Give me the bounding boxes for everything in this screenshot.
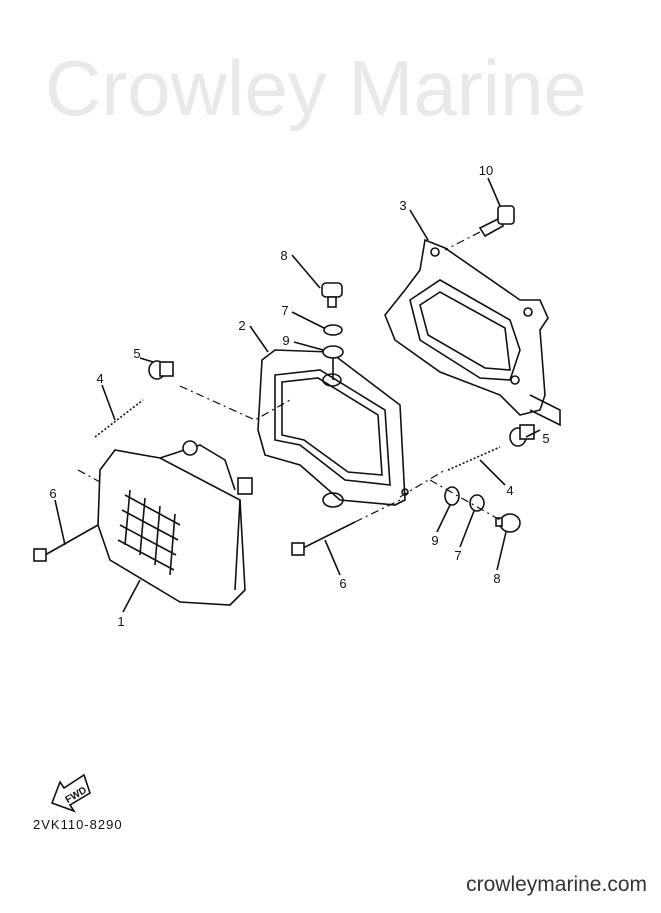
part-1-headlight[interactable] — [97, 440, 253, 606]
callout-6: 6 — [339, 576, 346, 591]
part-3-bracket[interactable] — [384, 238, 561, 427]
part-6-bolt-left[interactable] — [33, 524, 99, 562]
part-10-bolt[interactable] — [478, 205, 515, 238]
part-8-screw-right[interactable] — [495, 513, 521, 533]
callout-2: 2 — [238, 318, 245, 333]
callout-9: 9 — [431, 533, 438, 548]
callout-8: 8 — [493, 571, 500, 586]
part-5-nut-left[interactable] — [148, 360, 174, 380]
callout-9: 9 — [282, 333, 289, 348]
callout-4: 4 — [96, 371, 103, 386]
callout-5: 5 — [542, 431, 549, 446]
callout-3: 3 — [399, 198, 406, 213]
leader-lines — [54, 177, 541, 613]
site-url[interactable]: crowleymarine.com — [466, 873, 647, 896]
callout-8: 8 — [280, 248, 287, 263]
callout-7: 7 — [281, 303, 288, 318]
callout-6: 6 — [49, 486, 56, 501]
part-4-spring-right[interactable] — [447, 446, 501, 471]
part-2-frame[interactable] — [257, 349, 409, 508]
part-9-washer-right[interactable] — [444, 486, 460, 506]
watermark: Crowley Marine — [45, 44, 587, 132]
callout-1: 1 — [117, 614, 124, 629]
callout-5: 5 — [133, 346, 140, 361]
part-7-washer-right[interactable] — [469, 494, 485, 512]
part-8-screw-top[interactable] — [321, 282, 343, 308]
part-4-spring-left[interactable] — [94, 399, 144, 438]
part-9-washer-top[interactable] — [322, 345, 344, 359]
callout-4: 4 — [506, 483, 513, 498]
part-6-bolt-right[interactable] — [291, 521, 356, 556]
callout-7: 7 — [454, 548, 461, 563]
lens-grid — [117, 489, 181, 576]
diagram-code: 2VK110-8290 — [33, 817, 123, 832]
callout-10: 10 — [479, 163, 493, 178]
fwd-arrow-icon: FWD — [50, 773, 91, 813]
part-7-washer-top[interactable] — [323, 324, 343, 336]
